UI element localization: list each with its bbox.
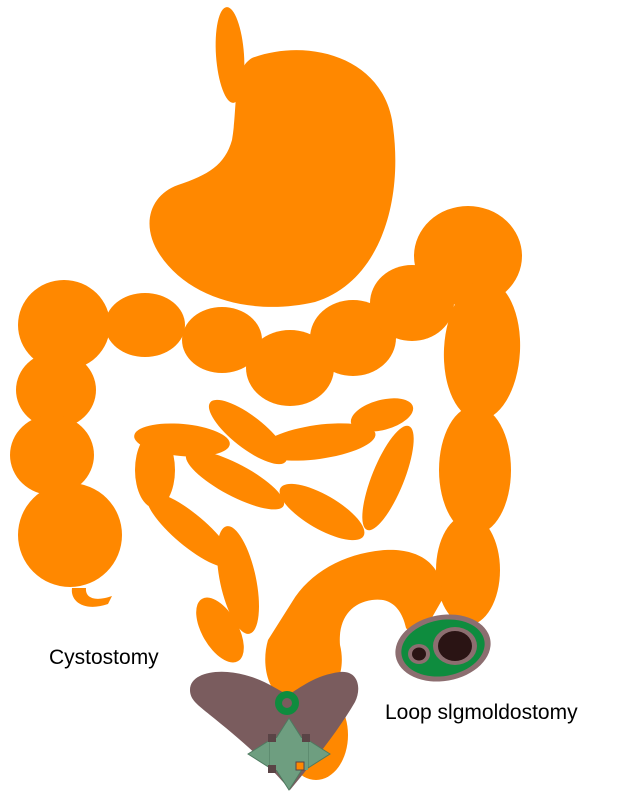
stoma-lumen-distal: [412, 648, 426, 661]
appendix: [72, 588, 112, 607]
cystostomy-catheter: [275, 691, 299, 715]
colon-segment: [10, 415, 94, 495]
resize-handle[interactable]: [302, 734, 310, 742]
colon-segment: [439, 406, 511, 534]
cecum: [18, 483, 122, 587]
catheter-lumen: [282, 698, 292, 708]
colon-segment: [436, 515, 500, 625]
resize-handle[interactable]: [296, 762, 304, 770]
loop-sigmoidostomy-label: Loop slgmoldostomy: [385, 701, 578, 725]
resize-handle[interactable]: [268, 734, 276, 742]
resize-handle[interactable]: [268, 765, 276, 773]
stoma-lumen-proximal: [438, 631, 472, 661]
cystostomy-label: Cystostomy: [49, 646, 159, 670]
small-bowel-loop: [272, 473, 372, 550]
colon-segment: [105, 293, 185, 357]
stomach: [150, 50, 396, 307]
